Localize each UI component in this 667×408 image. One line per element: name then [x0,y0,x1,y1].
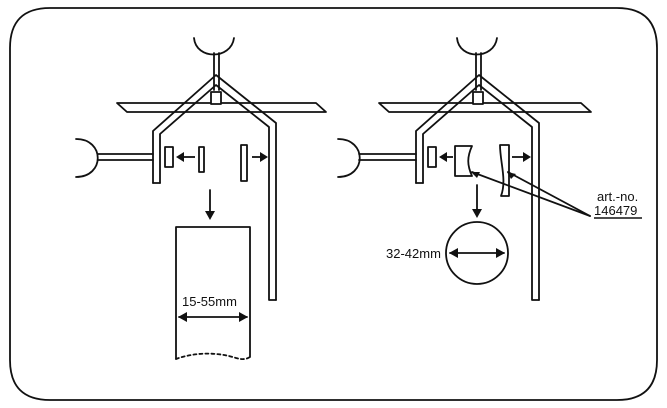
diameter-range-label: 32-42mm [386,246,441,261]
right-connector [472,91,484,105]
right-rail [378,102,592,113]
arrow-width-right [239,312,248,322]
left-assembly [75,37,327,360]
left-tube-break [175,352,251,360]
right-clamp-curved-plate [499,144,510,197]
width-range-label: 15-55mm [182,294,237,309]
arrow-left-clamp [176,152,184,162]
right-round-tube [445,221,509,285]
arrow-leader-1 [471,172,480,178]
arrow-diameter-left [449,248,458,258]
left-clamp-small [164,146,174,168]
left-side-fork [75,138,99,178]
right-side-fork [337,138,361,178]
article-number-label-line1: art.-no. [597,189,638,204]
arrow-right-plate-right [523,152,531,162]
arrow-down-left [205,211,215,220]
left-connector [210,91,222,105]
arrow-right-plate [260,152,268,162]
left-bracket-inner [159,84,277,301]
left-top-fork [193,37,235,56]
arrow-leader-2 [507,172,516,179]
arrow-width-left [178,312,187,322]
left-clamp-right-plate [240,144,248,182]
right-clamp-curved [454,145,473,177]
right-clamp-small [427,146,437,168]
arrow-left-clamp-right [439,152,447,162]
right-top-fork [456,37,498,56]
article-number-label-line2: 146479 [594,203,637,218]
left-bracket-outer [152,74,277,301]
right-bracket-outer [415,74,540,301]
right-assembly [337,37,592,301]
left-clamp-thin [198,146,205,173]
left-tube [175,226,251,360]
outer-frame [9,7,658,401]
arrow-down-right [472,209,482,218]
right-bracket-inner [422,84,540,301]
arrow-diameter-right [496,248,505,258]
